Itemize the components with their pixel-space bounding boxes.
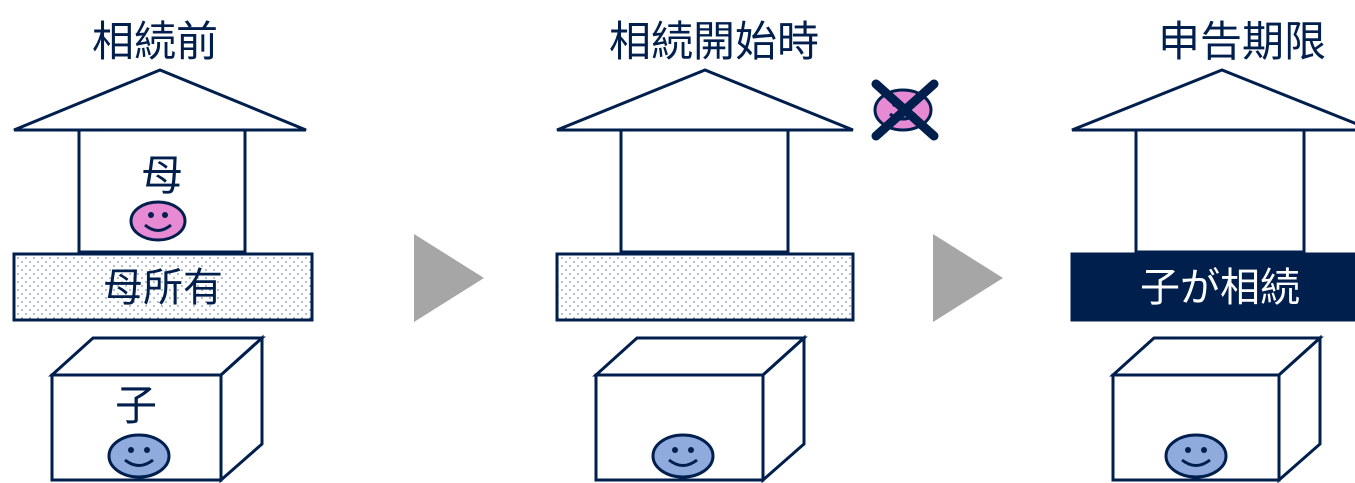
- panel-before: 相続前 母 母所有 子: [12, 17, 314, 483]
- land-band: [12, 252, 314, 322]
- mother-label: 母: [141, 151, 183, 200]
- house-body: [619, 128, 790, 254]
- child-face-icon: [107, 433, 171, 479]
- land-band: [555, 252, 855, 322]
- land-band-inherited: [1070, 252, 1355, 322]
- panel-title: 申告期限: [1158, 17, 1326, 66]
- child-house-box: [48, 334, 266, 483]
- land-label: 母所有: [103, 265, 223, 311]
- mother-face-icon: [129, 200, 187, 242]
- panel-title: 相続前: [92, 17, 218, 66]
- land-label: 子が相続: [1140, 265, 1300, 311]
- arrow-right-icon: [414, 234, 484, 322]
- child-label: 子: [115, 381, 157, 430]
- child-face-icon: [1164, 433, 1228, 479]
- house-body: [1134, 128, 1306, 254]
- arrow-right-icon: [933, 234, 1003, 322]
- mother-face-crossed-icon: [871, 79, 939, 141]
- child-face-icon: [651, 433, 715, 479]
- panel-filing-deadline: 申告期限 子が相続: [1070, 17, 1355, 483]
- child-house-box: [592, 334, 808, 483]
- panel-inheritance-start: 相続開始時: [555, 17, 939, 483]
- roof-icon: [1071, 68, 1355, 132]
- panel-title: 相続開始時: [609, 17, 819, 66]
- roof-icon: [556, 68, 854, 132]
- roof-icon: [13, 68, 307, 132]
